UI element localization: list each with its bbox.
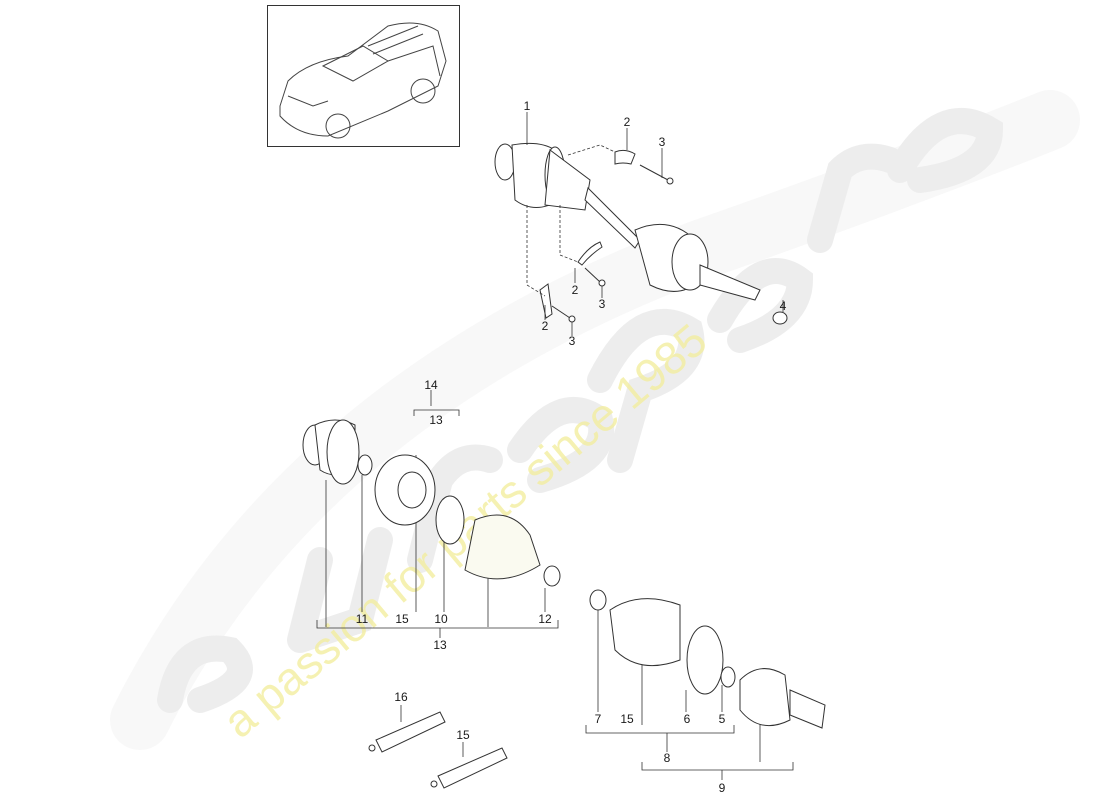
callout-7[interactable]: 7: [594, 712, 602, 726]
callout-12[interactable]: 12: [538, 612, 552, 626]
leader-lines: [316, 112, 794, 780]
callout-2-upper[interactable]: 2: [623, 115, 631, 129]
callout-13-lower[interactable]: 13: [433, 638, 447, 652]
callout-5[interactable]: 5: [718, 712, 726, 726]
inner-joint-parts[interactable]: [302, 419, 561, 587]
outer-joint-parts[interactable]: [589, 589, 826, 729]
callout-3-upper[interactable]: 3: [658, 135, 666, 149]
callout-8[interactable]: 8: [663, 751, 671, 765]
car-icon: [279, 22, 447, 139]
callout-3-middle[interactable]: 3: [598, 297, 606, 311]
vehicle-thumbnail: [267, 5, 460, 147]
grease-tubes[interactable]: [368, 711, 508, 789]
callout-13-upper[interactable]: 13: [429, 413, 443, 427]
callout-10[interactable]: 10: [434, 612, 448, 626]
callout-4[interactable]: 4: [779, 299, 787, 313]
callout-11[interactable]: 11: [355, 612, 369, 626]
callout-14[interactable]: 14: [424, 378, 438, 392]
callout-15-inner[interactable]: 15: [395, 612, 409, 626]
callout-16[interactable]: 16: [394, 690, 408, 704]
callout-6[interactable]: 6: [683, 712, 691, 726]
callout-15-outer[interactable]: 15: [620, 712, 634, 726]
callout-15-tube[interactable]: 15: [456, 728, 470, 742]
callout-2-middle[interactable]: 2: [571, 283, 579, 297]
watermark: [110, 90, 1080, 750]
heat-shields-and-bolts[interactable]: [539, 149, 674, 323]
callout-2-lower[interactable]: 2: [541, 319, 549, 333]
callout-1[interactable]: 1: [523, 99, 531, 113]
callout-3-lower[interactable]: 3: [568, 334, 576, 348]
callout-9[interactable]: 9: [718, 781, 726, 795]
drive-shaft-assembly[interactable]: [494, 142, 788, 325]
